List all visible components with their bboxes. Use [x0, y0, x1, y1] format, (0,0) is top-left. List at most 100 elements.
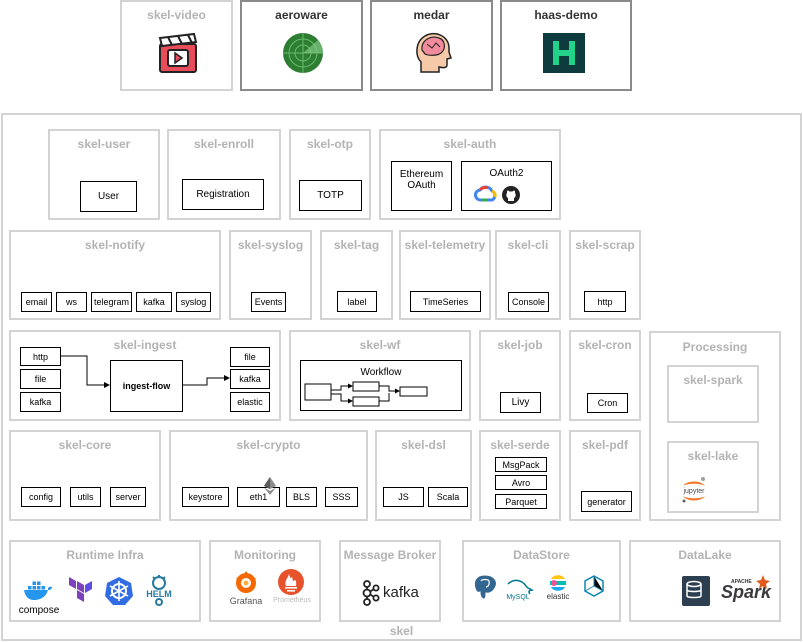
ingest-input-file[interactable]: file: [20, 369, 61, 389]
module-skel-auth[interactable]: skel-auth Ethereum OAuth OAuth2: [379, 129, 561, 220]
console-box[interactable]: Console: [508, 292, 549, 312]
registration-box[interactable]: Registration: [182, 179, 264, 210]
notify-ws-box[interactable]: ws: [56, 292, 87, 312]
module-title: skel-serde: [490, 438, 550, 452]
spark-star-icon: [756, 575, 770, 589]
module-medar[interactable]: medar: [370, 0, 493, 91]
module-title: skel-pdf: [581, 438, 628, 452]
http-box[interactable]: http: [584, 291, 626, 312]
ingest-input-kafka[interactable]: kafka: [20, 392, 61, 412]
module-skel-tag[interactable]: skel-tag label: [320, 230, 393, 320]
scala-box[interactable]: Scala: [428, 487, 468, 507]
module-skel-spark[interactable]: skel-spark: [667, 365, 759, 423]
module-title: haas-demo: [534, 8, 598, 22]
module-title: skel-otp: [306, 137, 353, 151]
kafka-label: kafka: [383, 584, 419, 601]
cassandra-icon: [584, 575, 604, 597]
cron-box[interactable]: Cron: [587, 393, 628, 413]
module-title: aeroware: [275, 8, 328, 22]
notify-syslog-box[interactable]: syslog: [176, 292, 211, 312]
module-skel-video[interactable]: skel-video: [120, 0, 233, 91]
module-title: skel-enroll: [193, 137, 255, 151]
label-box[interactable]: label: [337, 291, 377, 312]
module-message-broker[interactable]: Message Broker kafka: [339, 540, 441, 622]
module-skel-user[interactable]: skel-user User: [48, 129, 160, 220]
module-haas-demo[interactable]: haas-demo: [500, 0, 632, 91]
config-box[interactable]: config: [21, 487, 61, 507]
module-skel-syslog[interactable]: skel-syslog Events: [229, 230, 312, 320]
msgpack-box[interactable]: MsgPack: [495, 457, 547, 472]
module-processing[interactable]: Processing skel-spark skel-lake jupyter: [649, 331, 781, 521]
workflow-diagram: [304, 381, 428, 407]
ingest-flow-arrows: [61, 355, 230, 388]
module-skel-job[interactable]: skel-job Livy: [479, 330, 561, 421]
module-title: skel-auth: [443, 137, 497, 151]
github-icon: [502, 186, 520, 204]
ingest-input-http[interactable]: http: [20, 347, 61, 366]
avro-box[interactable]: Avro: [495, 475, 547, 490]
helm-icon: HELM: [146, 575, 172, 606]
ethereum-oauth-box[interactable]: Ethereum OAuth: [391, 161, 452, 211]
module-aeroware[interactable]: aeroware: [240, 0, 363, 91]
module-datalake[interactable]: DataLake APACHE Spark: [629, 540, 781, 622]
module-title: skel-wf: [359, 338, 401, 352]
keystore-box[interactable]: keystore: [182, 487, 229, 507]
compose-label: compose: [18, 605, 60, 616]
module-monitoring[interactable]: Monitoring Grafana Prometheus: [209, 540, 321, 622]
module-title: skel-dsl: [401, 438, 446, 452]
ingest-output-elastic[interactable]: elastic: [230, 392, 270, 412]
sss-box[interactable]: SSS: [325, 487, 358, 507]
module-skel-scrap[interactable]: skel-scrap http: [569, 230, 641, 320]
livy-box[interactable]: Livy: [500, 392, 541, 413]
module-skel-wf[interactable]: skel-wf Workflow: [289, 330, 471, 421]
spark-label: Spark: [721, 582, 772, 602]
module-skel-pdf[interactable]: skel-pdf generator: [569, 430, 641, 521]
jupyter-icon: jupyter: [682, 477, 705, 503]
parquet-box[interactable]: Parquet: [495, 494, 547, 509]
ingest-output-kafka[interactable]: kafka: [230, 369, 270, 389]
module-title: Message Broker: [343, 548, 437, 562]
module-title: skel-crypto: [236, 438, 301, 452]
google-cloud-icon: [473, 185, 497, 202]
timeseries-box[interactable]: TimeSeries: [410, 291, 481, 312]
terraform-icon: [69, 577, 92, 602]
haas-logo-icon: [543, 33, 585, 73]
module-title: skel-scrap: [575, 238, 635, 252]
notify-telegram-box[interactable]: telegram: [91, 292, 132, 312]
js-box[interactable]: JS: [383, 487, 424, 507]
module-skel-cli[interactable]: skel-cli Console: [495, 230, 561, 320]
totp-box[interactable]: TOTP: [299, 180, 362, 211]
bls-box[interactable]: BLS: [286, 487, 317, 507]
generator-box[interactable]: generator: [581, 491, 632, 512]
module-title: skel-syslog: [237, 238, 304, 252]
module-runtime-infra[interactable]: Runtime Infra compose HELM: [9, 540, 201, 622]
module-skel-enroll[interactable]: skel-enroll Registration: [167, 129, 281, 220]
module-skel-notify[interactable]: skel-notify email ws telegram kafka sysl…: [9, 230, 221, 320]
ingest-flow-box[interactable]: ingest-flow: [110, 360, 183, 412]
module-skel-otp[interactable]: skel-otp TOTP: [289, 129, 371, 220]
database-icon: [682, 576, 710, 606]
ethereum-icon: [264, 477, 276, 495]
notify-email-box[interactable]: email: [21, 292, 52, 312]
ingest-output-file[interactable]: file: [230, 347, 270, 367]
module-skel-core[interactable]: skel-core config utils server: [9, 430, 161, 521]
module-skel-lake[interactable]: skel-lake jupyter: [667, 441, 759, 513]
module-skel-dsl[interactable]: skel-dsl JS Scala: [375, 430, 472, 521]
module-skel-telemetry[interactable]: skel-telemetry TimeSeries: [399, 230, 491, 320]
events-box[interactable]: Events: [251, 292, 286, 312]
server-box[interactable]: server: [110, 487, 146, 507]
docker-icon: [24, 581, 52, 600]
kubernetes-icon: [105, 577, 133, 605]
module-skel-serde[interactable]: skel-serde MsgPack Avro Parquet: [479, 430, 561, 521]
kafka-icon: [362, 580, 380, 606]
module-skel-crypto[interactable]: skel-crypto keystore eth1 BLS SSS: [169, 430, 368, 521]
user-box[interactable]: User: [80, 181, 137, 212]
module-title: skel-job: [497, 338, 543, 352]
workflow-label: Workflow: [360, 367, 402, 378]
module-skel-ingest[interactable]: skel-ingest http file kafka ingest-flow …: [9, 330, 281, 421]
module-skel-cron[interactable]: skel-cron Cron: [569, 330, 641, 421]
elastic-label: elastic: [546, 592, 570, 601]
notify-kafka-box[interactable]: kafka: [136, 292, 172, 312]
module-datastore[interactable]: DataStore MySQL elastic: [462, 540, 621, 622]
utils-box[interactable]: utils: [70, 487, 101, 507]
